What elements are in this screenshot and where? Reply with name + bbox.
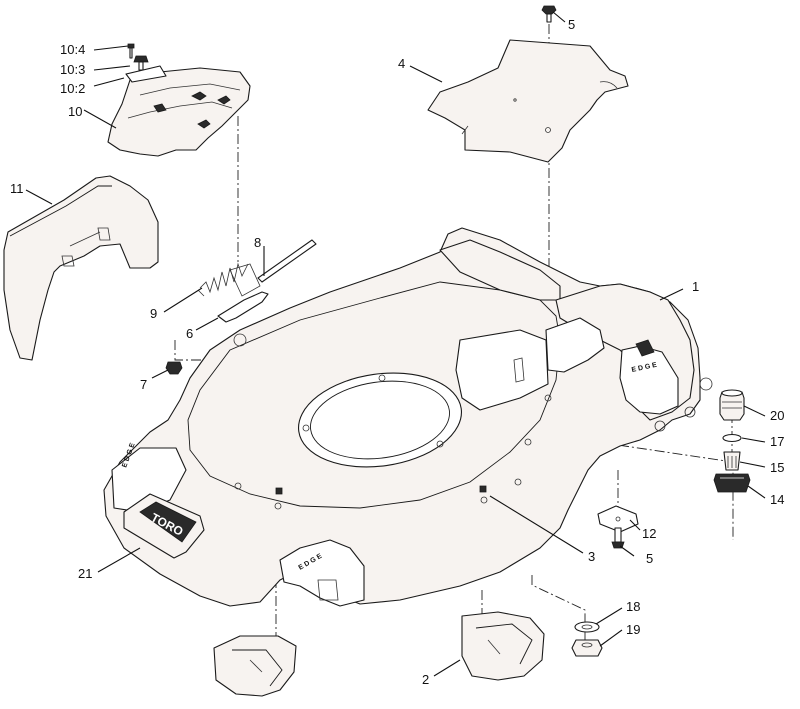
callout-3: 3 xyxy=(588,549,595,564)
part-2-front-covers xyxy=(213,611,545,697)
callout-19: 19 xyxy=(626,622,640,637)
callout-7: 7 xyxy=(140,377,147,392)
part-6-bracket xyxy=(217,263,269,323)
callout-4: 4 xyxy=(398,56,405,71)
part-10-rear-flap xyxy=(107,43,251,157)
callout-10-4: 10:4 xyxy=(60,42,85,57)
callout-14: 14 xyxy=(770,492,784,507)
part-11-side-guard xyxy=(3,175,159,361)
part-14-knob xyxy=(713,473,751,493)
callout-15: 15 xyxy=(770,460,784,475)
height-adjuster-stack xyxy=(713,389,751,493)
part-17-washer xyxy=(722,433,742,443)
part-5-bolt-top xyxy=(541,5,557,23)
part-9-spring xyxy=(197,262,249,297)
callout-10: 10 xyxy=(68,104,82,119)
line-bolt7 xyxy=(174,340,210,361)
callout-12: 12 xyxy=(642,526,656,541)
part-8-hinge-rod xyxy=(257,239,317,283)
washer-nut-stack xyxy=(571,621,603,657)
part-4-shield-plate xyxy=(427,39,629,163)
callout-2: 2 xyxy=(422,672,429,687)
callout-5-top: 5 xyxy=(568,17,575,32)
part-20-adjuster-top xyxy=(719,391,745,421)
part-1-deck: E D G E E D G E E D G E xyxy=(103,227,713,607)
callout-6: 6 xyxy=(186,326,193,341)
callout-9: 9 xyxy=(150,306,157,321)
callout-21: 21 xyxy=(78,566,92,581)
callout-labels: 1 2 3 4 5 5 6 7 8 9 10 10:2 10:3 10:4 11… xyxy=(10,17,784,687)
callout-20: 20 xyxy=(770,408,784,423)
callout-5-bottom: 5 xyxy=(646,551,653,566)
part-7-bolt xyxy=(165,361,183,375)
callout-17: 17 xyxy=(770,434,784,449)
callout-1: 1 xyxy=(692,279,699,294)
leader-lines xyxy=(25,11,766,677)
callout-11: 11 xyxy=(10,181,24,196)
part-19-nut xyxy=(571,639,603,657)
part-21-logo-plate: TORO xyxy=(123,493,205,559)
callout-18: 18 xyxy=(626,599,640,614)
part-18-washer xyxy=(574,621,600,633)
part-12-clip xyxy=(597,505,639,533)
callout-8: 8 xyxy=(254,235,261,250)
callout-10-3: 10:3 xyxy=(60,62,85,77)
callout-10-2: 10:2 xyxy=(60,81,85,96)
